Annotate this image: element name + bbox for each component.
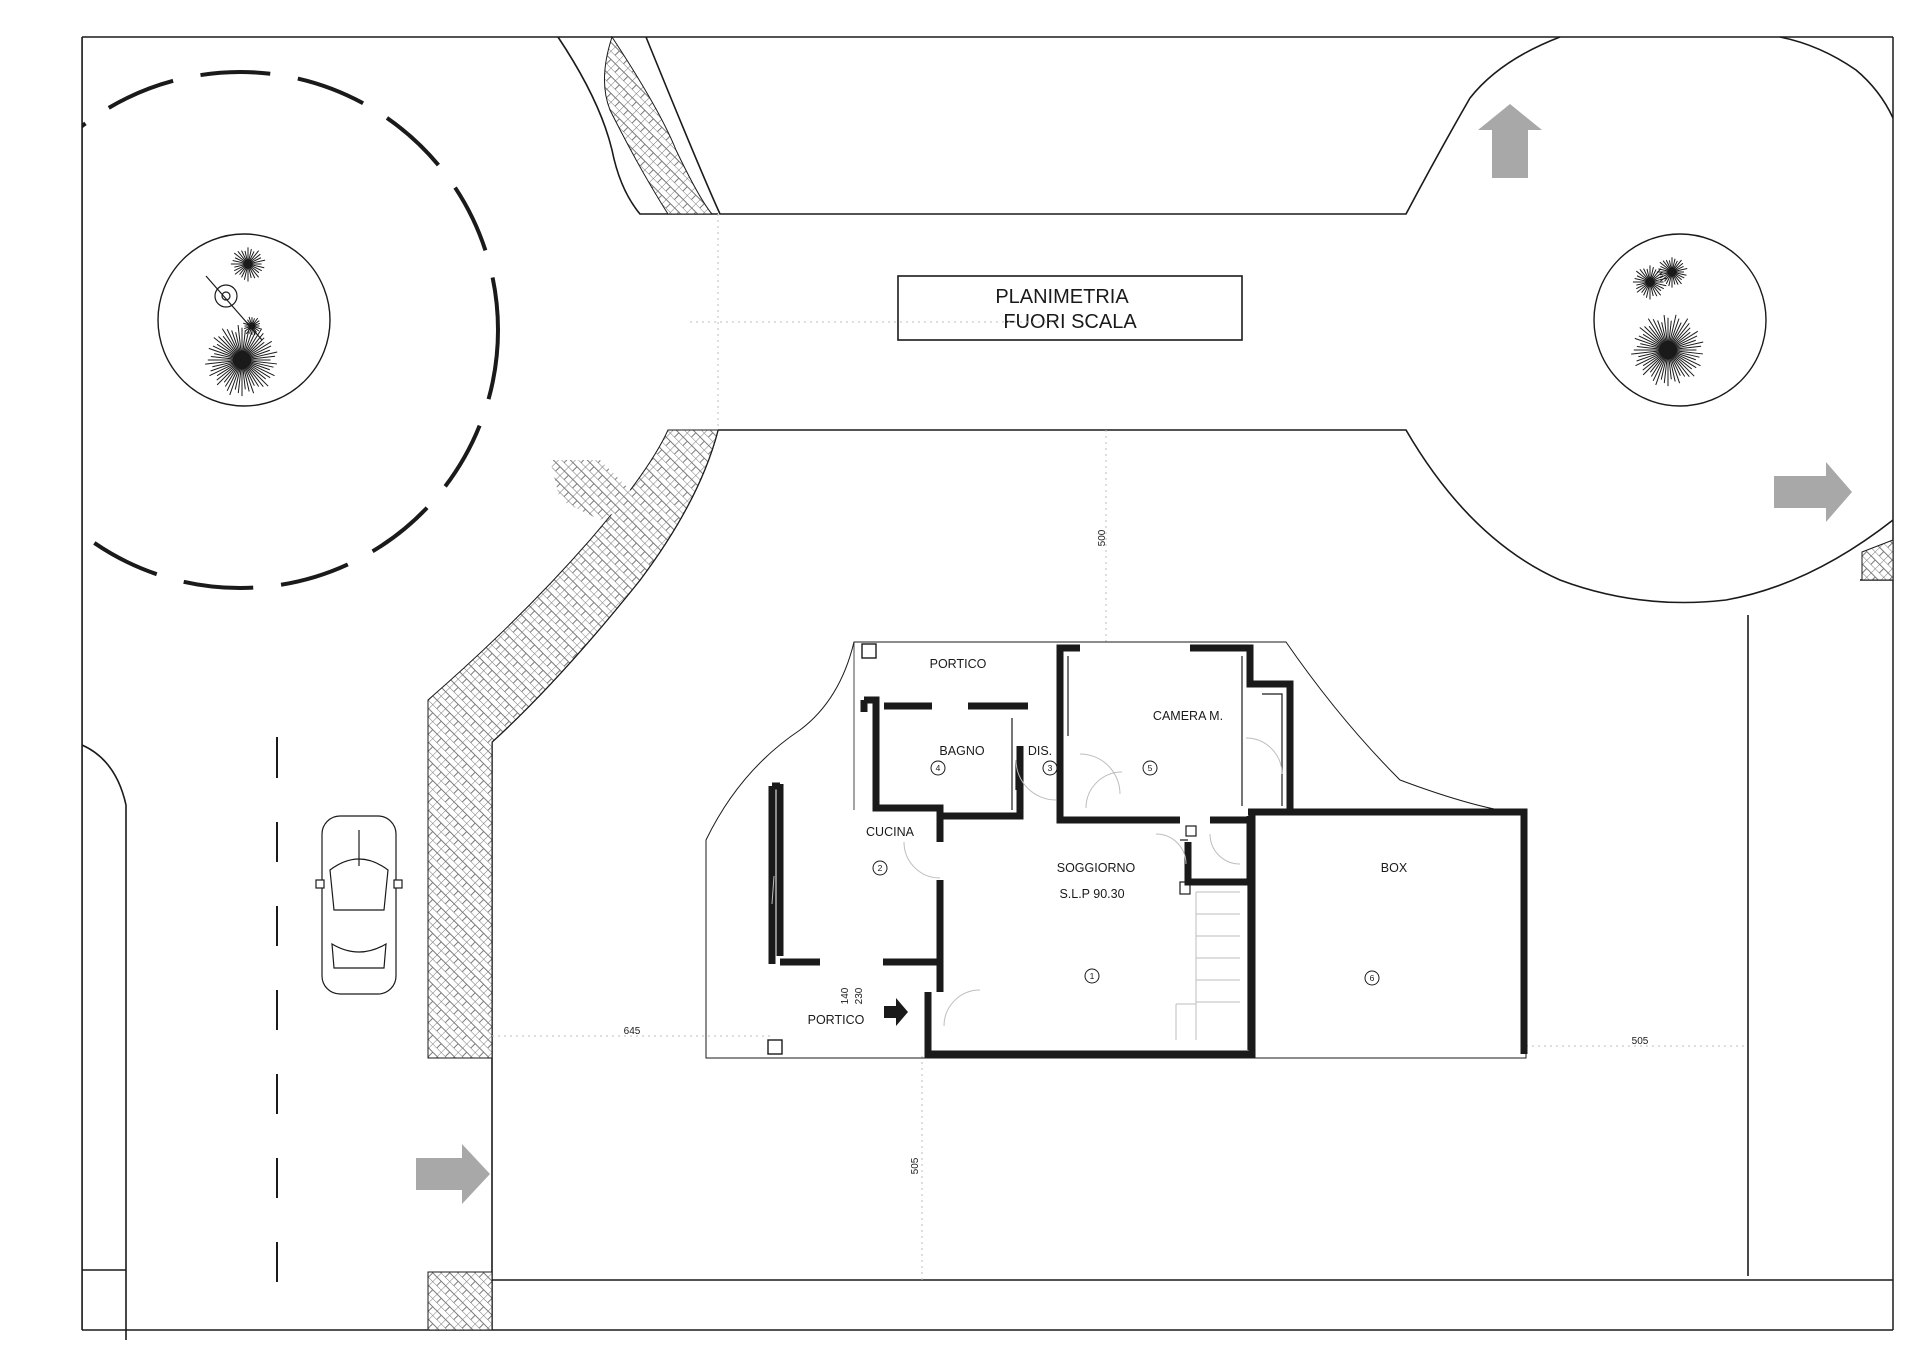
stairs: [1175, 891, 1240, 1040]
title-line-2: FUORI SCALA: [1003, 311, 1137, 333]
label-slp: S.L.P 90.30: [1059, 887, 1124, 901]
room-number: 2: [878, 863, 883, 873]
guide-lines: [492, 214, 1748, 1280]
arrow-right-icon: [416, 1144, 490, 1204]
label-soggiorno: SOGGIORNO: [1057, 861, 1136, 875]
dim-left: 645: [624, 1026, 641, 1037]
label-camera: CAMERA M.: [1153, 709, 1223, 723]
label-portico-top: PORTICO: [930, 657, 987, 671]
shrub-icon: [1656, 257, 1688, 288]
paving-hatch: [427, 35, 1894, 1331]
entry-arrow-icon: [884, 998, 908, 1026]
target-icon: [205, 275, 263, 341]
dim-right: 505: [1632, 1036, 1649, 1047]
tree-island-left: [157, 233, 331, 407]
walls: [768, 644, 1528, 1058]
room-number: 5: [1148, 763, 1153, 773]
room-number-marker: 6: [1364, 970, 1380, 986]
shrub-icon: [205, 324, 278, 397]
room-number-marker: 5: [1142, 760, 1158, 776]
room-number: 3: [1048, 763, 1053, 773]
room-number-marker: 3: [1042, 760, 1058, 776]
room-numbers: 1 2 3 4 5 6: [872, 760, 1380, 986]
label-cucina: CUCINA: [866, 825, 915, 839]
shrub-icon: [1631, 314, 1704, 387]
shrub-icon: [230, 247, 266, 282]
trees: [205, 247, 1704, 397]
drawing-frame: [81, 36, 1894, 1331]
road-outlines: [78, 36, 1894, 1340]
label-dis: DIS.: [1028, 744, 1052, 758]
door-swings: [771, 737, 1283, 1027]
room-number: 4: [936, 763, 941, 773]
house-plan: PORTICO CAMERA M. BAGNO DIS. CUCINA SOGG…: [705, 641, 1528, 1059]
dim-top: 500: [1097, 529, 1108, 546]
portico-posts: [767, 643, 877, 1055]
room-labels: PORTICO CAMERA M. BAGNO DIS. CUCINA SOGG…: [808, 657, 1408, 1027]
dimensions: 500 645 505 505 140 230: [624, 529, 1649, 1174]
room-number: 6: [1370, 973, 1375, 983]
label-portico-bottom: PORTICO: [808, 1013, 865, 1027]
title-line-1: PLANIMETRIA: [995, 286, 1129, 308]
direction-arrows: [416, 104, 1852, 1204]
room-number: 1: [1090, 971, 1095, 981]
car: [315, 815, 403, 995]
title-box: PLANIMETRIA FUORI SCALA: [897, 275, 1243, 341]
room-number-marker: 2: [872, 860, 888, 876]
tree-island-right: [1593, 233, 1767, 407]
label-box: BOX: [1381, 861, 1408, 875]
arrow-up-icon: [1478, 104, 1542, 178]
dim-step-b: 230: [854, 987, 865, 1004]
label-bagno: BAGNO: [939, 744, 984, 758]
room-number-marker: 1: [1084, 968, 1100, 984]
room-number-marker: 4: [930, 760, 946, 776]
dim-bottom: 505: [910, 1157, 921, 1174]
roundabout: [0, 0, 500, 1358]
arrow-right-icon: [1774, 462, 1852, 522]
shrub-icon: [1632, 265, 1668, 300]
dim-step-a: 140: [840, 987, 851, 1004]
